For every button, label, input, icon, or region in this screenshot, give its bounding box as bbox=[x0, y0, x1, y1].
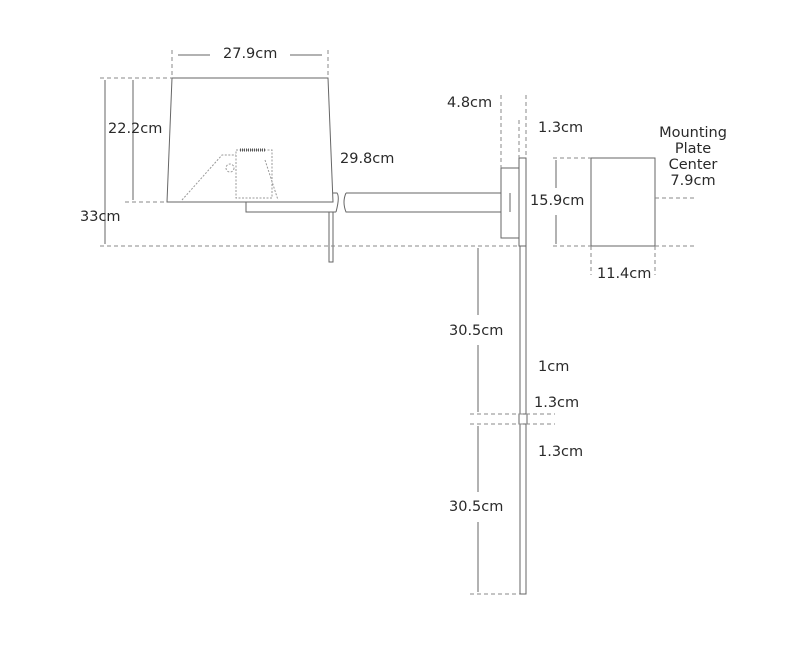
cord-lower-length-label: 30.5cm bbox=[449, 499, 504, 515]
lower-rod-width-label: 1.3cm bbox=[538, 444, 584, 460]
cord-lower bbox=[519, 423, 527, 595]
joint-height-label: 1.3cm bbox=[534, 395, 580, 411]
shade-height-label: 22.2cm bbox=[108, 121, 163, 137]
lamp-arm bbox=[245, 192, 501, 213]
cord-upper-length-label: 30.5cm bbox=[449, 323, 504, 339]
mounting-label-line-2: Plate bbox=[674, 141, 712, 157]
cord-width-label: 1cm bbox=[538, 359, 570, 375]
cord-upper bbox=[519, 245, 527, 415]
cord-joint bbox=[518, 413, 528, 425]
mounting-plate-center-value: 7.9cm bbox=[670, 173, 716, 189]
backplate-depth-label: 4.8cm bbox=[447, 95, 493, 111]
mounting-plate-center-label: Mounting Plate Center 7.9cm bbox=[655, 125, 731, 189]
mounting-label-line-1: Mounting bbox=[659, 125, 727, 141]
lamp-socket bbox=[181, 149, 279, 201]
shade-bottom-width-label: 29.8cm bbox=[340, 151, 395, 167]
lamp-shade bbox=[166, 77, 334, 203]
shade-top-width-label: 27.9cm bbox=[223, 46, 278, 62]
overall-height-label: 33cm bbox=[80, 209, 121, 225]
plate-height-label: 15.9cm bbox=[530, 193, 585, 209]
mounting-label-line-3: Center bbox=[668, 157, 718, 173]
canopy bbox=[518, 157, 527, 247]
backplate-thickness-label: 1.3cm bbox=[538, 120, 584, 136]
plate-width-label: 11.4cm bbox=[597, 266, 652, 282]
mounting-plate bbox=[590, 157, 656, 247]
pull-rod bbox=[328, 211, 334, 263]
